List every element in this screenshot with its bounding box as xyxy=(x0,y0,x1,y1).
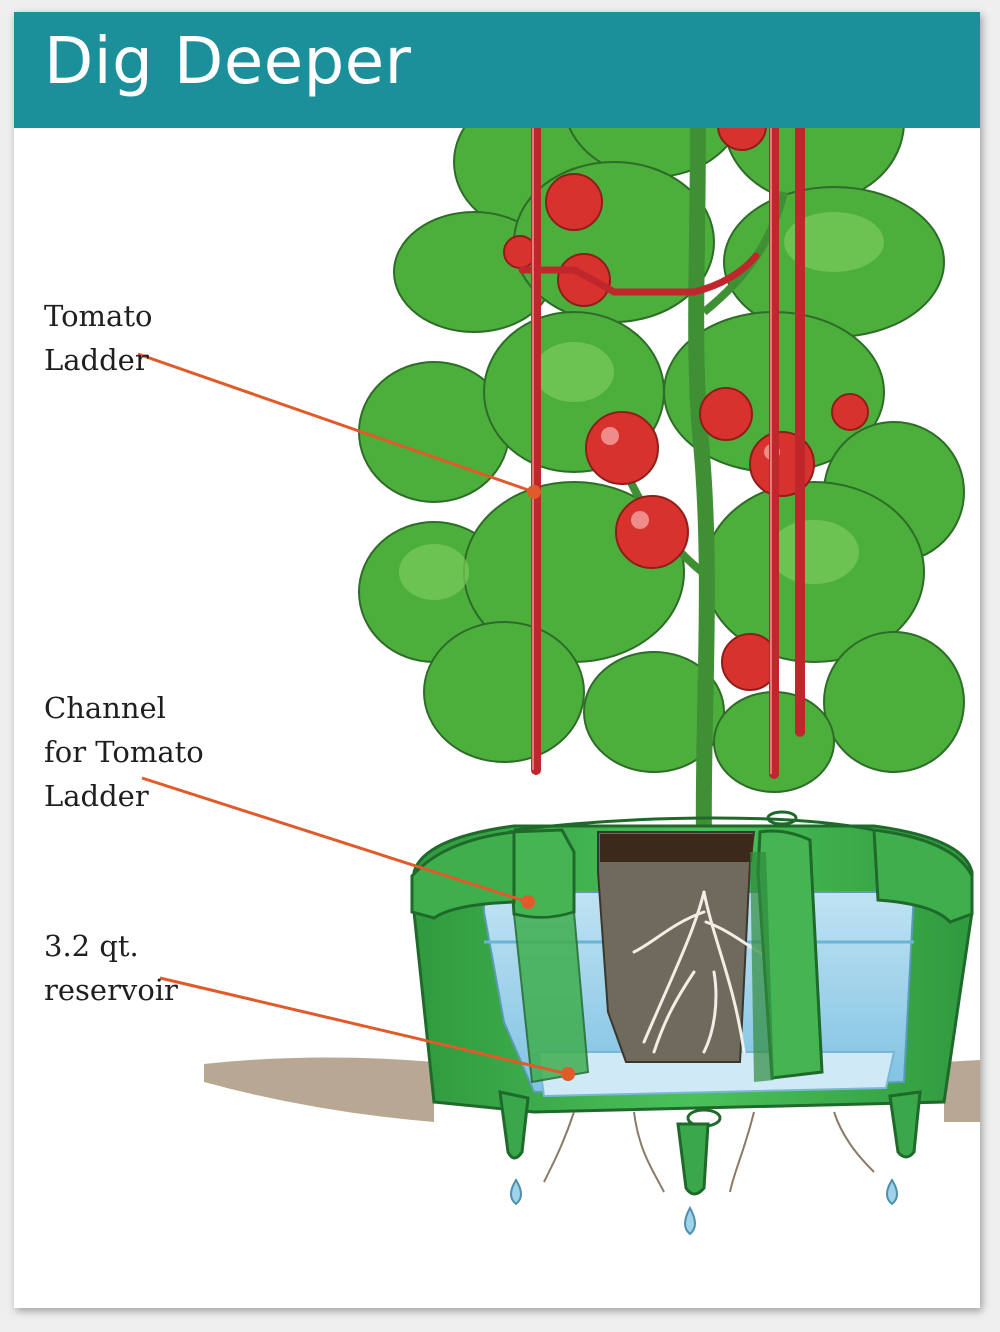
ladder-channel-left xyxy=(508,828,576,919)
planter-rim-right xyxy=(872,828,974,924)
planter-feet xyxy=(498,1090,922,1196)
tomato-foliage xyxy=(358,26,965,793)
rim-tab xyxy=(766,810,798,826)
main-stem xyxy=(686,12,715,843)
soil-core xyxy=(597,831,756,1063)
ladder-channel-right-2 xyxy=(750,852,774,1082)
external-roots xyxy=(543,1111,875,1193)
leader-dot-tomato-ladder xyxy=(527,485,541,499)
ground-soil xyxy=(204,1057,434,1122)
leader-line-reservoir xyxy=(159,976,569,1076)
header-banner: Dig Deeper xyxy=(14,12,980,128)
ground-soil-right xyxy=(944,1060,980,1122)
leader-line-channel xyxy=(141,776,529,904)
side-stem-2 xyxy=(701,191,788,316)
tomato-ladder-shine xyxy=(532,12,772,774)
tomato-ladder xyxy=(518,12,805,779)
ladder-channel-left-lower xyxy=(512,910,590,1084)
leader-dots xyxy=(521,485,575,1081)
leader-dot-reservoir xyxy=(561,1067,575,1081)
planter-rim-top xyxy=(513,816,875,832)
callout-reservoir: 3.2 qt. reservoir xyxy=(44,929,178,1007)
callout-tomato-ladder: Tomato Ladder xyxy=(44,299,153,377)
leader-dot-channel xyxy=(521,895,535,909)
water-drops xyxy=(510,1178,898,1236)
leader-line-tomato-ladder xyxy=(137,352,535,494)
leader-lines xyxy=(137,352,569,1076)
callout-channel-for-tomato-ladder: Channel for Tomato Ladder xyxy=(44,691,204,813)
soil-top xyxy=(600,834,754,862)
ladder-channel-right xyxy=(756,829,824,1080)
diagram-card: Dig Deeper Tomato Ladder Channel for Tom… xyxy=(14,12,980,1308)
planter-rim xyxy=(410,830,516,920)
page-title: Dig Deeper xyxy=(44,25,412,99)
planter-illustration xyxy=(137,12,980,1236)
